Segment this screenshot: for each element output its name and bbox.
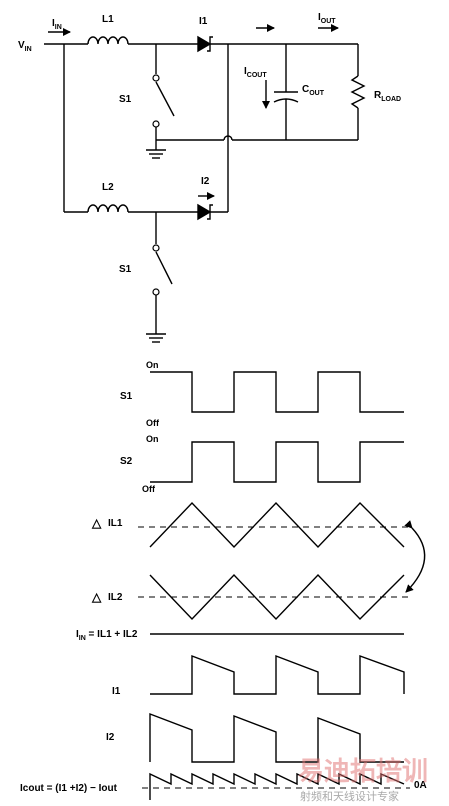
diode-d2 (197, 203, 212, 221)
l2-label: L2 (102, 182, 114, 193)
wave-i1-label: I1 (112, 686, 121, 697)
wave-il1 (149, 501, 405, 549)
delta-il2-icon: △ (91, 590, 102, 604)
rload-label: RLOAD (374, 90, 401, 103)
s1-top-label: S1 (119, 94, 132, 105)
wave-il1-label: IL1 (108, 518, 123, 529)
resistor-rload (350, 75, 366, 109)
s1-top-blade (155, 81, 175, 117)
iin-sum-label: IIN = IL1 + IL2 (76, 629, 138, 642)
timing-waveforms: S1 On Off S2 On Off △ IL1 △ IL2 IIN = IL… (20, 360, 427, 800)
inductor-l2 (87, 204, 129, 213)
l1-label: L1 (102, 14, 114, 25)
s1-bottom-contact-b (152, 288, 160, 296)
iin-label: IIN (52, 18, 62, 31)
wave-s1-off: Off (146, 418, 160, 428)
iout-label: IOUT (318, 12, 336, 25)
vin-label: VIN (18, 40, 32, 53)
wave-s2-label: S2 (120, 456, 133, 467)
diode-d1 (197, 35, 212, 53)
phase-shift-arrow (404, 520, 426, 593)
cout-label: COUT (302, 84, 325, 97)
wave-il2 (149, 573, 405, 621)
s1-top-contact-a (152, 74, 160, 82)
icout-label: ICOUT (244, 66, 267, 79)
s1-bottom-blade (155, 251, 173, 285)
s1-top-contact-b (152, 120, 160, 128)
watermark-subtitle: 射频和天线设计专家 (300, 789, 399, 803)
s1-bottom-label: S1 (119, 264, 132, 275)
s1-bottom-contact-a (152, 244, 160, 252)
wave-s1-label: S1 (120, 391, 133, 402)
wave-s1 (150, 371, 404, 413)
inductor-l1 (87, 36, 129, 45)
wave-i2 (149, 712, 404, 763)
wave-s2 (150, 441, 404, 483)
wave-i1 (150, 654, 405, 695)
i2-label: I2 (201, 176, 210, 187)
wave-s2-off: Off (142, 484, 156, 494)
wave-s1-on: On (146, 360, 159, 370)
wave-zero-label: 0A (414, 780, 427, 791)
delta-il1-icon: △ (91, 516, 102, 530)
wave-il2-label: IL2 (108, 592, 123, 603)
wave-icout-label: Icout = (I1 +I2) − Iout (20, 783, 118, 794)
circuit-schematic: VIN IIN L1 I1 IOUT S1 (18, 12, 401, 343)
wave-i2-label: I2 (106, 732, 115, 743)
watermark-title: 易迪拓培训 (298, 757, 428, 787)
wave-s2-on: On (146, 434, 159, 444)
wave-icout (149, 772, 405, 800)
watermark-logo: 易迪拓培训 射频和天线设计专家 (298, 757, 428, 803)
i1-label: I1 (199, 16, 208, 27)
